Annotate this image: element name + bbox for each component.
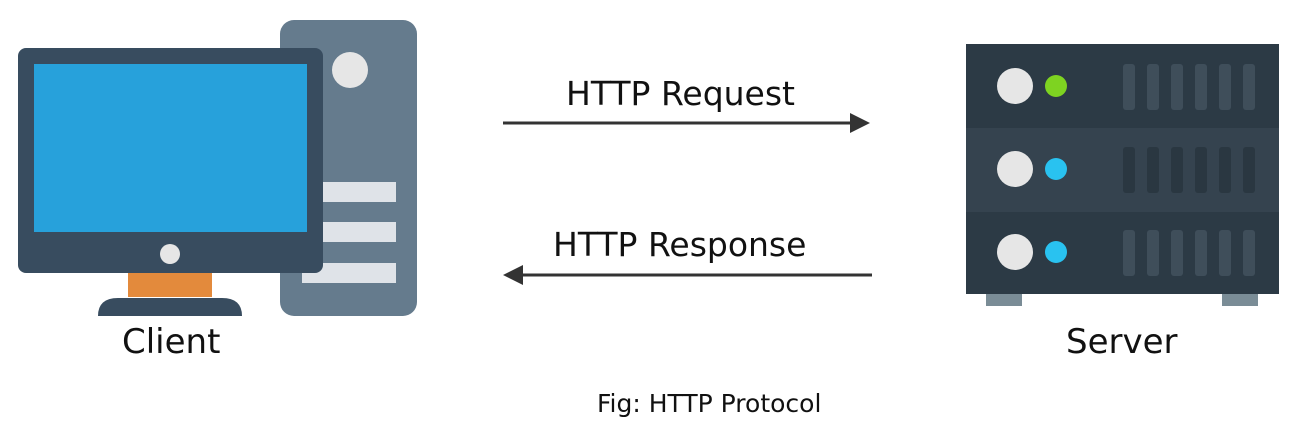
tower-power-button: [332, 52, 368, 88]
server-button: [997, 234, 1033, 270]
server-rack-icon: [966, 44, 1279, 306]
monitor-stand: [98, 298, 242, 316]
response-label: HTTP Response: [553, 225, 807, 264]
client-computer-icon: [18, 20, 417, 316]
tower-slot: [302, 263, 396, 283]
server-led-blue: [1045, 158, 1067, 180]
request-label: HTTP Request: [566, 74, 795, 113]
response-arrow: [503, 265, 872, 285]
server-vents: [1123, 64, 1255, 110]
server-foot-right: [1222, 292, 1258, 306]
tower-slot: [302, 182, 396, 202]
client-label: Client: [122, 322, 221, 362]
server-foot-left: [986, 292, 1022, 306]
server-led-blue: [1045, 241, 1067, 263]
figure-caption: Fig: HTTP Protocol: [597, 389, 822, 418]
server-button: [997, 68, 1033, 104]
request-arrow: [503, 113, 870, 133]
server-led-green: [1045, 75, 1067, 97]
monitor-power-dot: [160, 244, 180, 264]
server-vents: [1123, 230, 1255, 276]
server-label: Server: [1066, 322, 1178, 362]
server-vents: [1123, 147, 1255, 193]
monitor-neck: [128, 273, 212, 297]
monitor-screen: [34, 64, 307, 232]
server-button: [997, 151, 1033, 187]
tower-slot: [302, 222, 396, 242]
